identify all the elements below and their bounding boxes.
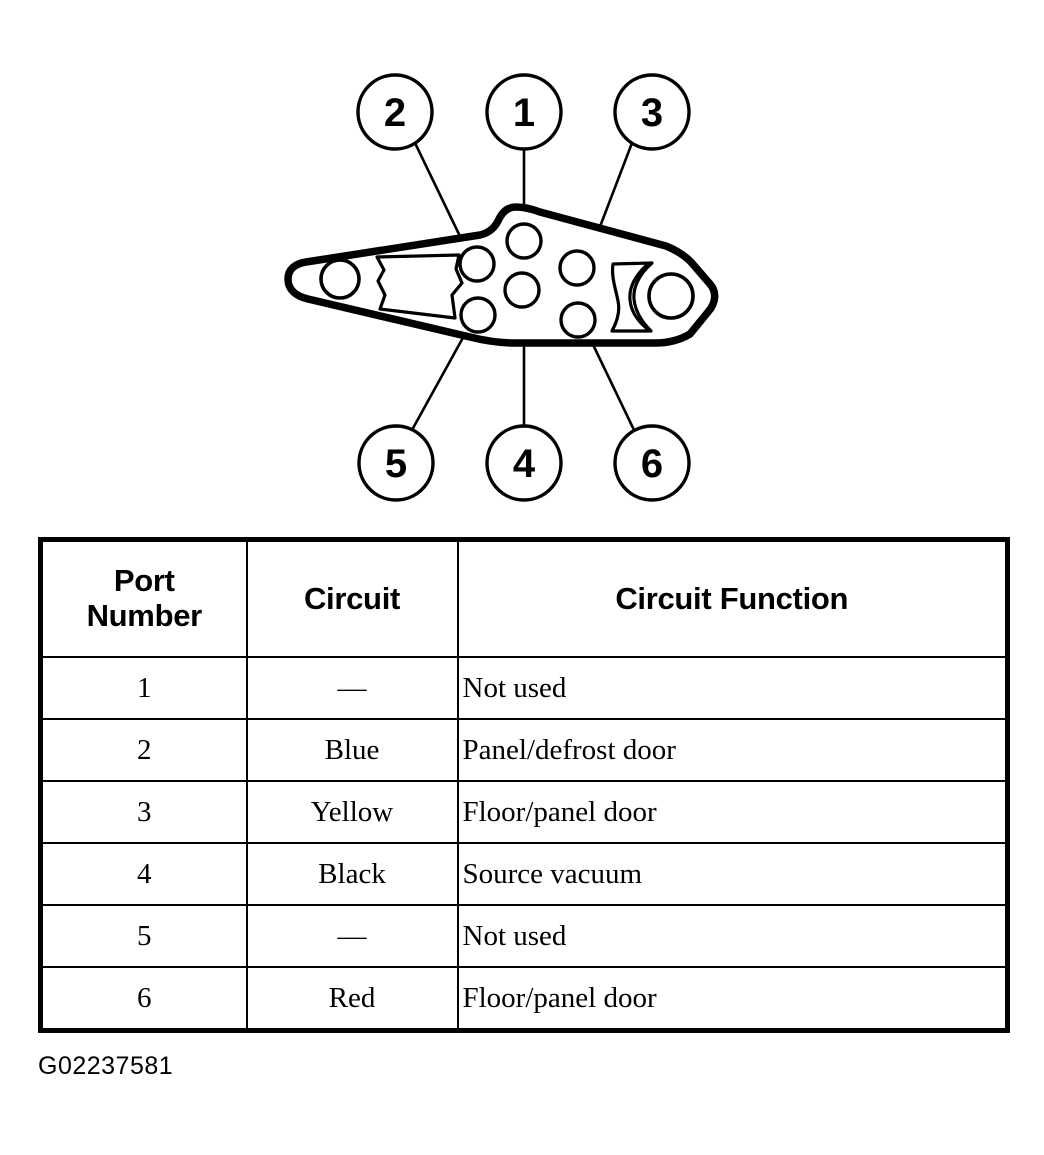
column-header-port-number-line1: Port: [113, 563, 175, 599]
callout-label-6: 6: [641, 442, 663, 486]
cell-port-number: 2: [39, 718, 248, 782]
cell-circuit-function: Source vacuum: [456, 842, 1009, 906]
port-hole-2: [458, 245, 496, 283]
motor-body-outline: [284, 203, 719, 347]
cell-circuit-function: Not used: [456, 904, 1009, 968]
table-row: 5 — Not used: [39, 904, 1009, 968]
cell-port-number: 4: [39, 842, 248, 906]
callout-label-5: 5: [385, 442, 407, 486]
callout-circle-3: [613, 73, 691, 151]
cell-circuit-function: Floor/panel door: [456, 780, 1009, 844]
right-mounting-hole: [647, 272, 695, 320]
cell-port-number: 6: [39, 966, 248, 1032]
cell-circuit: Yellow: [245, 780, 459, 844]
table-body: 1 — Not used 2 Blue Panel/defrost door 3…: [39, 656, 1009, 1032]
callout-label-2: 2: [384, 91, 406, 135]
table-header: Port Number Circuit Circuit Function: [39, 538, 1009, 658]
table-header-row: Port Number Circuit Circuit Function: [39, 538, 1009, 658]
cell-circuit-function: Floor/panel door: [456, 966, 1009, 1032]
table-row: 6 Red Floor/panel door: [39, 966, 1009, 1032]
left-mounting-hole: [319, 258, 361, 300]
port-hole-5: [459, 296, 497, 334]
right-interior-recess: [610, 261, 654, 333]
cell-port-number: 3: [39, 780, 248, 844]
callout-label-3: 3: [641, 91, 663, 135]
figure-diagram: 2 1 3 5 4 6: [0, 0, 1044, 520]
callout-bubbles-group: 2 1 3 5 4 6: [356, 73, 691, 502]
callout-label-4: 4: [513, 442, 536, 486]
table-row: 4 Black Source vacuum: [39, 842, 1009, 906]
cell-circuit-function: Not used: [456, 656, 1009, 720]
column-header-port-number-line2: Number: [86, 598, 203, 633]
cell-circuit: —: [245, 904, 459, 968]
cell-circuit: —: [245, 656, 459, 720]
cell-circuit: Red: [245, 966, 459, 1032]
port-table-container: Port Number Circuit Circuit Function 1 —…: [38, 537, 1010, 1033]
figure-caption: G02237581: [38, 1052, 174, 1080]
port-hole-6: [559, 301, 597, 339]
table-row: 1 — Not used: [39, 656, 1009, 720]
callout-circle-1: [485, 73, 563, 151]
cell-circuit-function: Panel/defrost door: [456, 718, 1009, 782]
port-hole-3: [558, 249, 596, 287]
callout-circle-2: [356, 73, 434, 151]
port-hole-1: [505, 222, 543, 260]
vacuum-motor-diagram-svg: 2 1 3 5 4 6: [284, 73, 719, 502]
port-hole-4: [503, 271, 541, 309]
column-header-circuit-function: Circuit Function: [456, 538, 1009, 658]
callout-label-1: 1: [513, 91, 535, 135]
leader-line-5: [410, 323, 472, 432]
cell-port-number: 5: [39, 904, 248, 968]
column-header-circuit: Circuit: [245, 538, 459, 658]
cell-port-number: 1: [39, 656, 248, 720]
cell-circuit: Blue: [245, 718, 459, 782]
cell-circuit: Black: [245, 842, 459, 906]
left-interior-recess: [375, 253, 464, 320]
table-row: 2 Blue Panel/defrost door: [39, 718, 1009, 782]
port-assignment-table: Port Number Circuit Circuit Function 1 —…: [38, 537, 1010, 1033]
right-hole-boss-outline: [628, 261, 651, 333]
column-header-port-number: Port Number: [39, 538, 248, 658]
callout-circle-5: [357, 424, 435, 502]
table-row: 3 Yellow Floor/panel door: [39, 780, 1009, 844]
callout-circle-6: [613, 424, 691, 502]
callout-circle-4: [485, 424, 563, 502]
